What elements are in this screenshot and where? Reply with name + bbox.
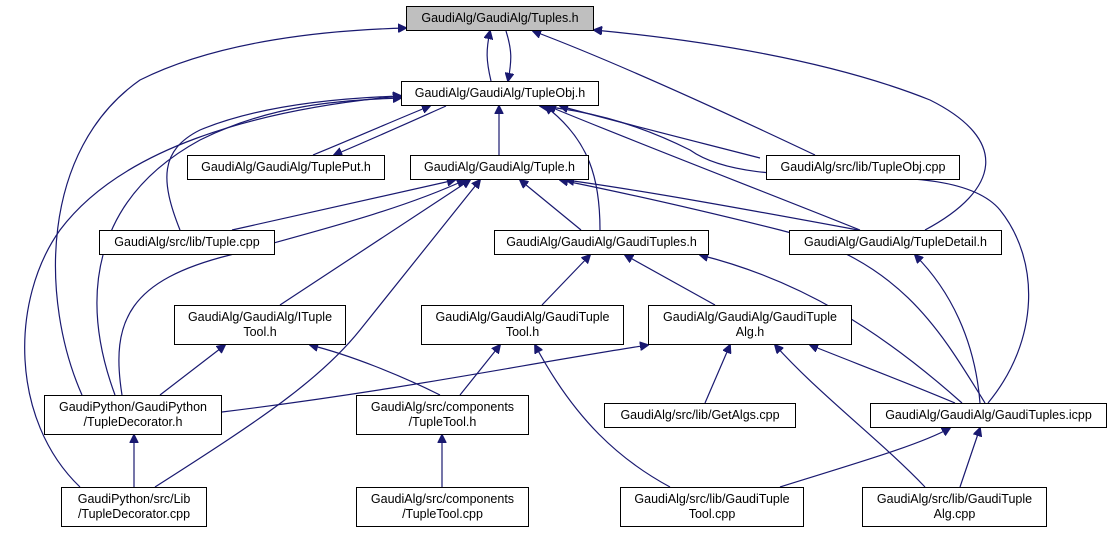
- edge-gaudituples_icpp-to-gaudituple_alg_h: [810, 345, 956, 404]
- node-label-line: GaudiAlg/GaudiAlg/Tuples.h: [421, 11, 579, 25]
- edge-gaudituples_icpp-to-tupledetail_h: [915, 255, 981, 404]
- edge-tupleobj_cpp-to-tuples_h: [533, 31, 816, 156]
- edge-gaudituple_tool_cpp-to-gaudituples_icpp: [779, 428, 950, 488]
- node-label-line: GaudiAlg/GaudiAlg/TupleDetail.h: [804, 235, 987, 249]
- node-label-line: GaudiAlg/GaudiAlg/GaudiTuple: [435, 310, 610, 324]
- edge-gaudituple_alg_cpp-to-gaudituples_icpp: [959, 428, 980, 488]
- edge-tupledetail_h-to-tuple_h: [566, 180, 859, 231]
- edge-gaudituple_alg_cpp-to-gaudituple_alg_h: [775, 345, 926, 488]
- node-label-line: GaudiAlg/src/lib/GaudiTuple: [876, 492, 1033, 506]
- edge-gaudituple_alg_h-to-gaudituples_h: [625, 255, 716, 306]
- edge-tupledecorator_cpp-to-tuple_h: [154, 180, 480, 488]
- graph-node-tupleobj-cpp[interactable]: GaudiAlg/src/lib/TupleObj.cpp: [766, 155, 960, 180]
- node-label-line: GaudiAlg/src/lib/Tuple.cpp: [114, 235, 260, 249]
- node-label-line: /TupleDecorator.cpp: [77, 507, 191, 521]
- graph-node-tupledecorator-h[interactable]: GaudiPython/GaudiPython/TupleDecorator.h: [44, 395, 222, 435]
- node-label-line: GaudiAlg/src/lib/GaudiTuple: [634, 492, 790, 506]
- edge-tupledecorator_h-to-tuples_h: [54, 28, 406, 396]
- graph-node-tuple-h[interactable]: GaudiAlg/GaudiAlg/Tuple.h: [410, 155, 589, 180]
- node-label-line: GaudiAlg/GaudiAlg/ITuple: [187, 310, 333, 324]
- edge-tupletool_h-to-gaudituple_tool_h: [459, 345, 500, 396]
- node-label-line: GaudiAlg/src/components: [370, 400, 515, 414]
- node-label-line: /TupleTool.h: [408, 415, 477, 429]
- edge-tupledetail_h-to-tuples_h: [594, 30, 987, 231]
- node-label-line: GaudiAlg/GaudiAlg/GaudiTuple: [663, 310, 837, 324]
- edge-tupleobj_h-to-tupleput_h: [334, 105, 447, 155]
- graph-node-tupledecorator-cpp[interactable]: GaudiPython/src/Lib/TupleDecorator.cpp: [61, 487, 207, 527]
- node-label-line: GaudiAlg/GaudiAlg/GaudiTuples.icpp: [885, 408, 1092, 422]
- node-label-line: GaudiAlg/GaudiAlg/Tuple.h: [423, 160, 576, 174]
- edge-tupledecorator_h-to-tupleobj_h: [96, 98, 401, 396]
- node-label-line: GaudiAlg/GaudiAlg/TupleObj.h: [414, 86, 586, 100]
- node-label-line: GaudiPython/src/Lib: [77, 492, 191, 506]
- graph-node-getalgs-cpp[interactable]: GaudiAlg/src/lib/GetAlgs.cpp: [604, 403, 796, 428]
- node-label-line: Tool.h: [243, 325, 277, 339]
- edge-tupleobj_h-to-tuples_h: [487, 31, 491, 82]
- edge-getalgs_cpp-to-gaudituple_alg_h: [704, 345, 730, 404]
- node-label-line: Tool.cpp: [688, 507, 736, 521]
- graph-node-tuples-h: GaudiAlg/GaudiAlg/Tuples.h: [406, 6, 594, 31]
- graph-node-tupleobj-h[interactable]: GaudiAlg/GaudiAlg/TupleObj.h: [401, 81, 599, 106]
- node-label-line: GaudiAlg/src/components: [370, 492, 515, 506]
- node-label-line: /TupleDecorator.h: [83, 415, 183, 429]
- node-label-line: /TupleTool.cpp: [402, 507, 483, 521]
- node-label-line: GaudiAlg/src/lib/TupleObj.cpp: [780, 160, 946, 174]
- graph-node-tupletool-h[interactable]: GaudiAlg/src/components/TupleTool.h: [356, 395, 529, 435]
- edge-tupledecorator_cpp-to-tupleobj_h: [24, 96, 401, 488]
- edge-ituple_tool_h-to-tuple_h: [279, 180, 470, 306]
- edge-tupledetail_h-to-tupleobj_h: [548, 106, 861, 231]
- graph-node-tuple-cpp[interactable]: GaudiAlg/src/lib/Tuple.cpp: [99, 230, 275, 255]
- graph-node-gaudituples-h[interactable]: GaudiAlg/GaudiAlg/GaudiTuples.h: [494, 230, 709, 255]
- edge-tuple_cpp-to-tupleobj_h: [166, 96, 401, 231]
- edge-tupledecorator_h-to-gaudituple_alg_h: [221, 345, 648, 413]
- node-label-line: GaudiAlg/GaudiAlg/TuplePut.h: [201, 160, 371, 174]
- edge-gaudituple_tool_h-to-gaudituples_h: [541, 255, 590, 306]
- graph-node-tupledetail-h[interactable]: GaudiAlg/GaudiAlg/TupleDetail.h: [789, 230, 1002, 255]
- graph-node-gaudituples-icpp[interactable]: GaudiAlg/GaudiAlg/GaudiTuples.icpp: [870, 403, 1107, 428]
- graph-node-tupleput-h[interactable]: GaudiAlg/GaudiAlg/TuplePut.h: [187, 155, 385, 180]
- node-label-line: GaudiPython/GaudiPython: [58, 400, 208, 414]
- node-label-line: Alg.cpp: [933, 507, 976, 521]
- node-label-line: Tool.h: [505, 325, 540, 339]
- edge-gaudituples_icpp-to-tuple_h: [560, 180, 986, 404]
- edge-gaudituple_tool_cpp-to-gaudituple_tool_h: [535, 345, 671, 488]
- node-label-line: GaudiAlg/GaudiAlg/GaudiTuples.h: [506, 235, 697, 249]
- edge-tuples_h-to-tupleobj_h: [506, 30, 511, 81]
- edge-tupletool_h-to-ituple_tool_h: [310, 345, 441, 396]
- edge-tupledecorator_h-to-tuple_h: [118, 180, 465, 396]
- edge-tupledecorator_h-to-ituple_tool_h: [159, 345, 225, 396]
- node-label-line: Alg.h: [735, 325, 765, 339]
- edge-gaudituples_h-to-tupleobj_h: [545, 106, 601, 231]
- edge-tuple_cpp-to-tuple_h: [231, 180, 455, 231]
- edge-gaudituples_h-to-tuple_h: [520, 180, 582, 231]
- edge-tupleput_h-to-tupleobj_h: [312, 106, 430, 156]
- node-label-line: GaudiAlg/src/lib/GetAlgs.cpp: [620, 408, 780, 422]
- graph-node-tupletool-cpp[interactable]: GaudiAlg/src/components/TupleTool.cpp: [356, 487, 529, 527]
